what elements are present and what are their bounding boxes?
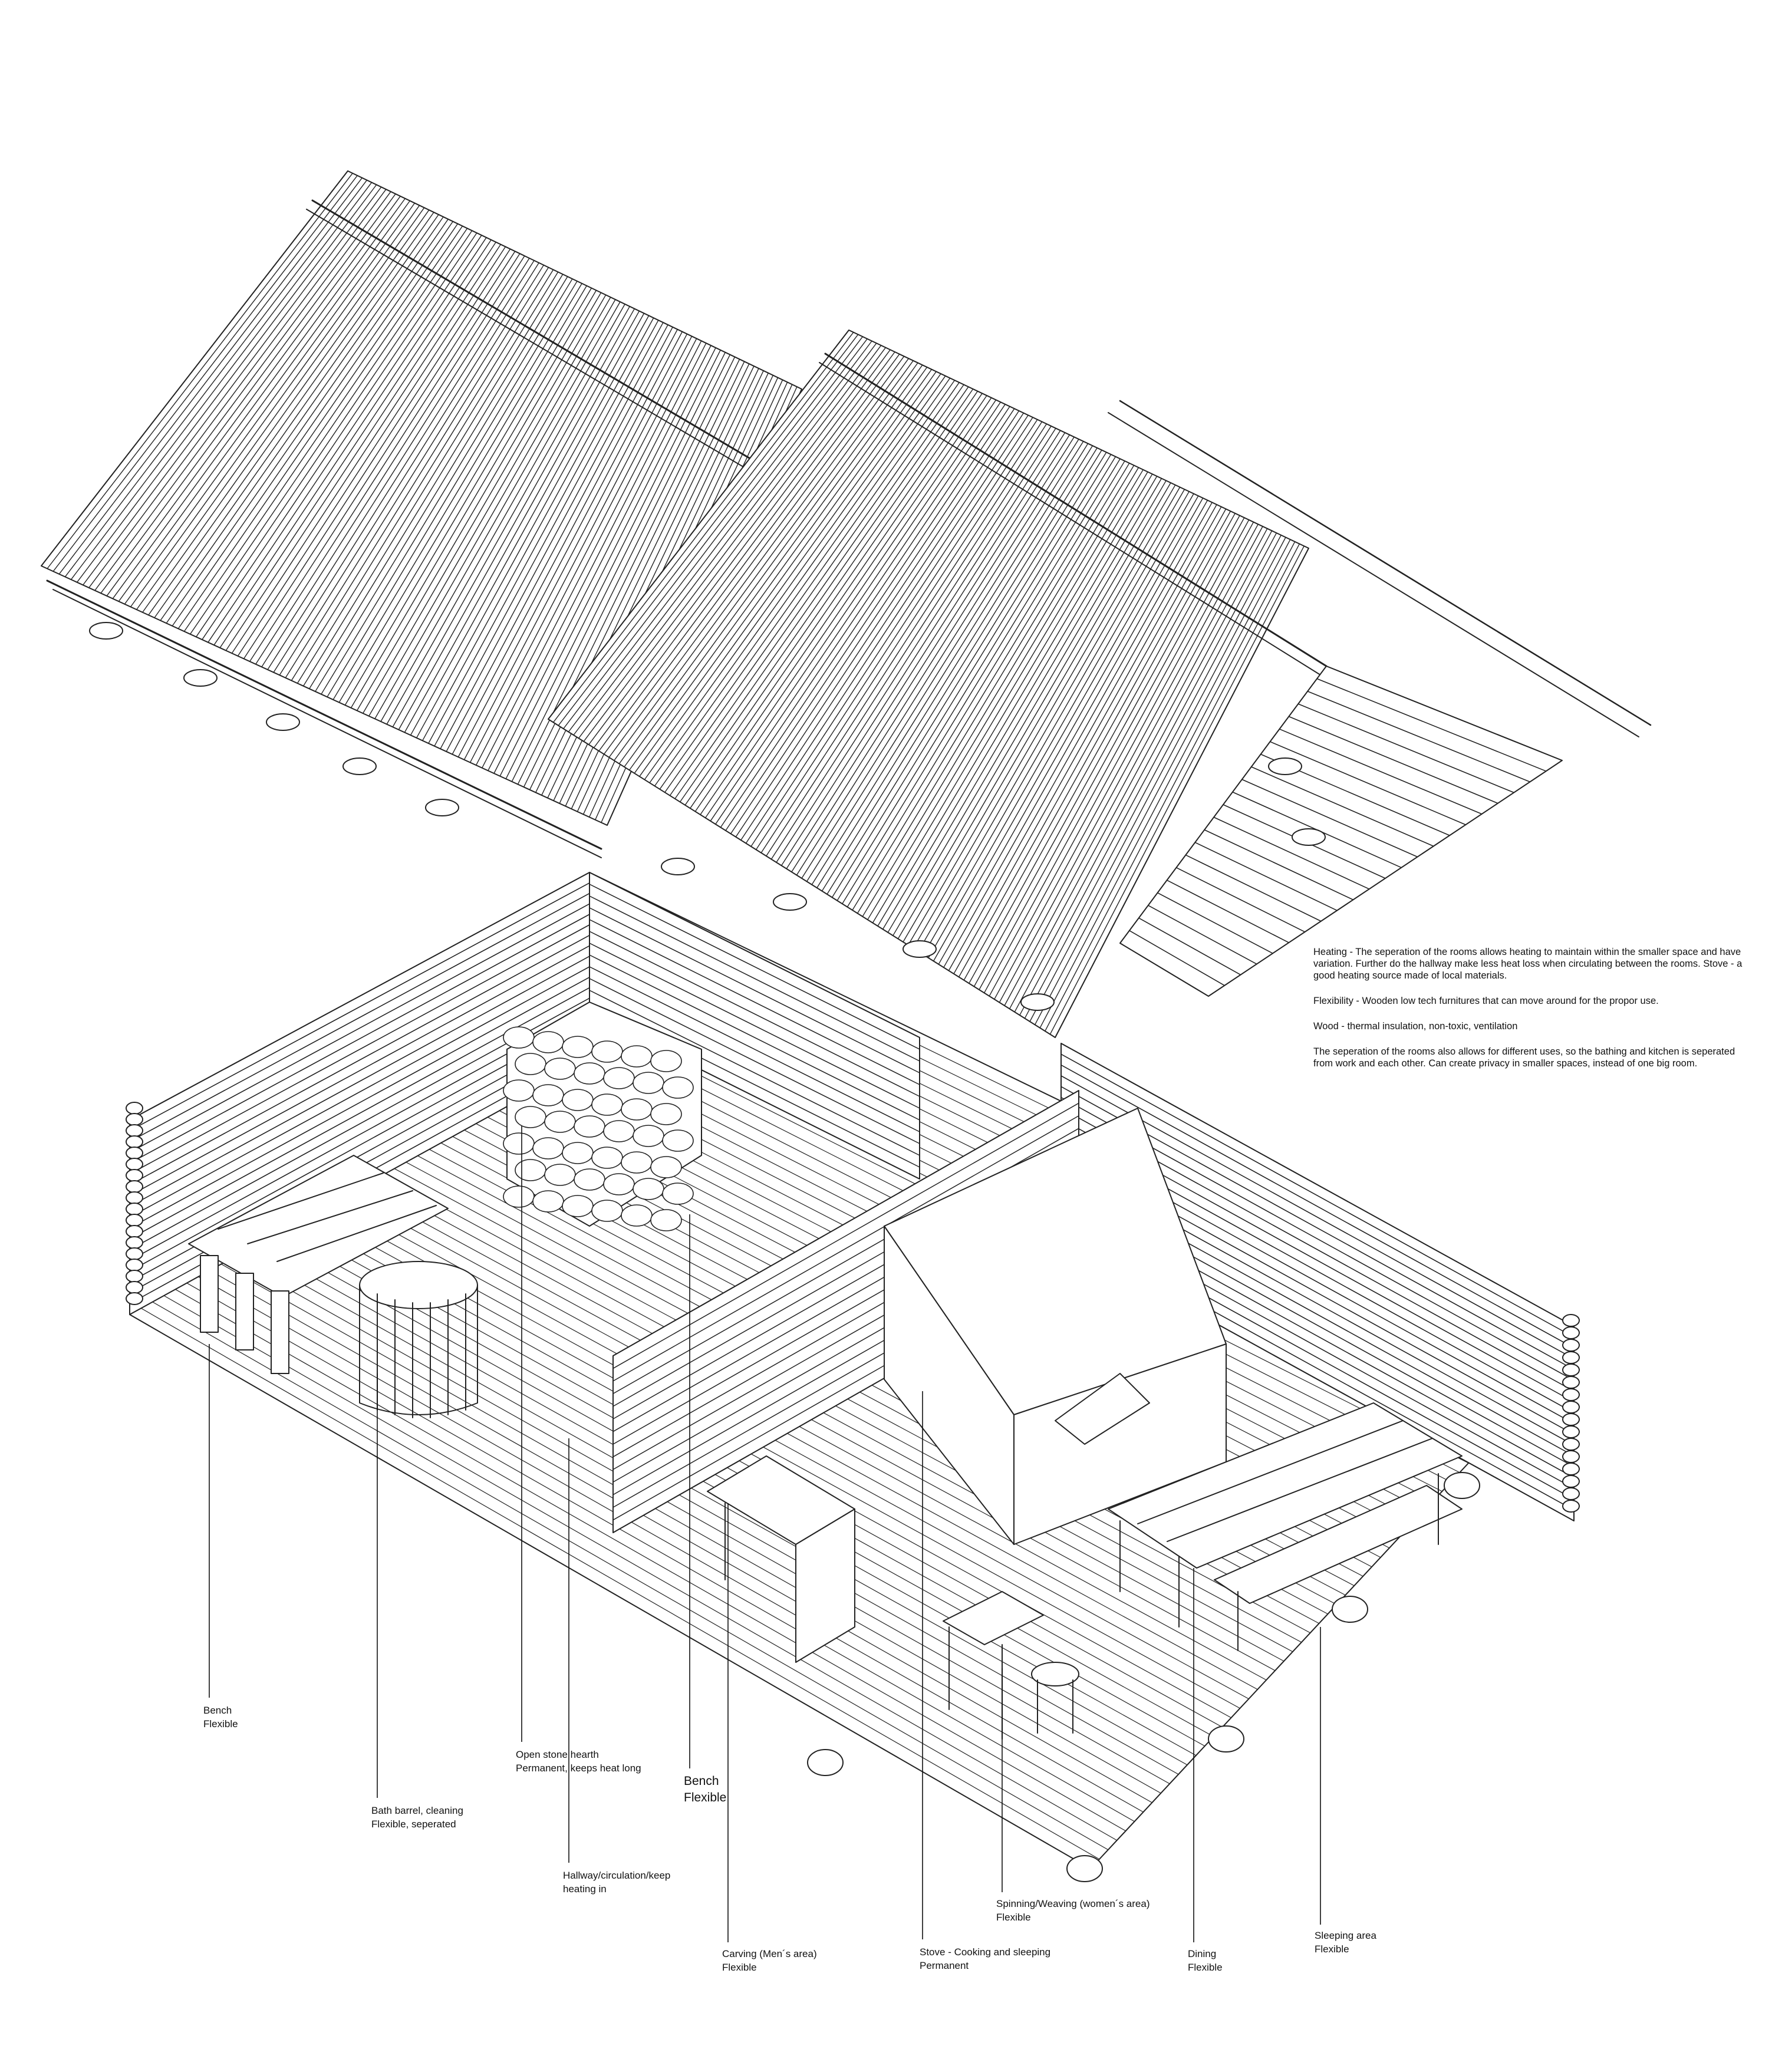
label-dining-title: Dining bbox=[1188, 1948, 1217, 1959]
hearth-stones bbox=[503, 1026, 694, 1231]
roof-right-boards bbox=[548, 330, 1309, 1038]
label-carving-title: Carving (Men´s area) bbox=[722, 1948, 817, 1959]
design-notes: Heating - The seperation of the rooms al… bbox=[1313, 946, 1750, 1083]
left-wall-log-ends bbox=[126, 1102, 1580, 1513]
label-bath-barrel: Bath barrel, cleaning Flexible, seperate… bbox=[371, 1804, 463, 1831]
label-bench-right: Bench Flexible bbox=[684, 1773, 726, 1806]
roof-right-panel bbox=[548, 330, 1652, 1038]
label-dining-type: Flexible bbox=[1188, 1962, 1223, 1973]
label-dining: Dining Flexible bbox=[1188, 1947, 1223, 1974]
label-hallway-title: Hallway/circulation/keep bbox=[563, 1870, 671, 1881]
label-hallway: Hallway/circulation/keep heating in bbox=[563, 1869, 670, 1896]
note-flexibility: Flexibility - Wooden low tech furnitures… bbox=[1313, 996, 1659, 1006]
partition-wall-sauna bbox=[589, 872, 920, 1180]
label-carving-type: Flexible bbox=[722, 1962, 757, 1973]
note-wood: Wood - thermal insulation, non-toxic, ve… bbox=[1313, 1021, 1518, 1032]
label-bench-left: Bench Flexible bbox=[203, 1704, 238, 1731]
label-stove-type: Permanent bbox=[920, 1960, 969, 1971]
bath-barrel bbox=[359, 1261, 478, 1418]
foundation-logs bbox=[807, 1472, 1480, 1882]
stove bbox=[884, 1108, 1227, 1545]
note-separation: The seperation of the rooms also allows … bbox=[1313, 1046, 1735, 1069]
label-bench-left-type: Flexible bbox=[203, 1718, 238, 1730]
label-hearth-type: Permanent, keeps heat long bbox=[516, 1763, 641, 1774]
bench-left bbox=[188, 1155, 449, 1374]
label-hearth-title: Open stone hearth bbox=[516, 1749, 599, 1760]
carving-bench bbox=[707, 1455, 855, 1663]
label-bath-barrel-type: Flexible, seperated bbox=[371, 1819, 456, 1830]
label-spinning-title: Spinning/Weaving (women´s area) bbox=[996, 1898, 1150, 1909]
label-bench-right-title: Bench bbox=[684, 1774, 719, 1788]
stone-hearth bbox=[503, 1002, 702, 1231]
leader-lines bbox=[209, 1126, 1321, 1942]
label-bath-barrel-title: Bath barrel, cleaning bbox=[371, 1805, 463, 1816]
spinning-stools bbox=[943, 1591, 1079, 1740]
label-spinning-type: Flexible bbox=[996, 1912, 1031, 1923]
label-stove-title: Stove - Cooking and sleeping bbox=[920, 1946, 1051, 1958]
label-sleeping-title: Sleeping area bbox=[1315, 1930, 1376, 1941]
label-stove: Stove - Cooking and sleeping Permanent bbox=[920, 1945, 1050, 1972]
label-bench-right-type: Flexible bbox=[684, 1791, 727, 1804]
label-hearth: Open stone hearth Permanent, keeps heat … bbox=[516, 1748, 641, 1775]
gable-logs bbox=[1119, 666, 1563, 997]
note-heating: Heating - The seperation of the rooms al… bbox=[1313, 947, 1743, 981]
label-carving: Carving (Men´s area) Flexible bbox=[722, 1947, 817, 1974]
label-hallway-type: heating in bbox=[563, 1883, 607, 1895]
label-sleeping-type: Flexible bbox=[1315, 1943, 1349, 1955]
label-spinning: Spinning/Weaving (women´s area) Flexible bbox=[996, 1897, 1150, 1924]
back-wall-right bbox=[1060, 1043, 1575, 1521]
sleeping-benches bbox=[1108, 1402, 1463, 1651]
roof-gable bbox=[1119, 666, 1563, 997]
label-sleeping: Sleeping area Flexible bbox=[1315, 1929, 1376, 1956]
label-bench-left-title: Bench bbox=[203, 1705, 232, 1716]
